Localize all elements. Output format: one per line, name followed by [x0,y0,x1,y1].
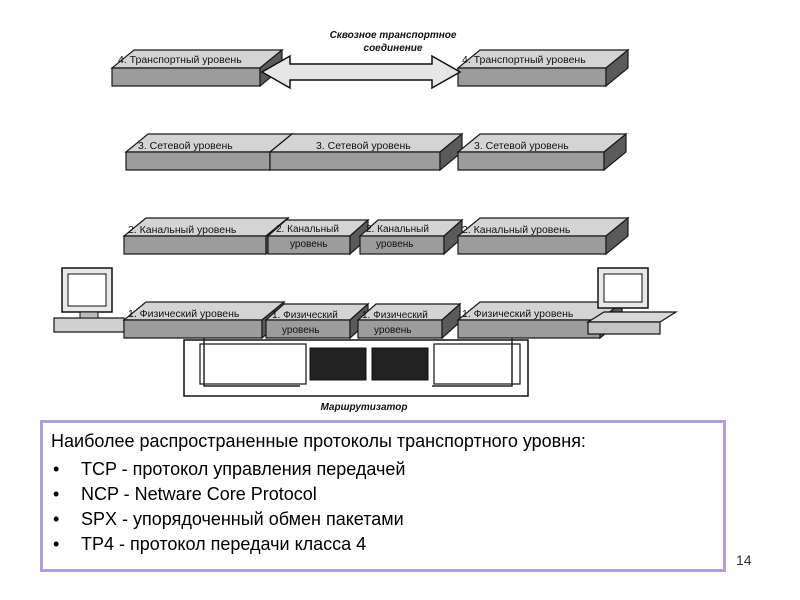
datalink-slab-mid1 [266,218,370,256]
end-to-end-caption-line1: Сквозное транспортное [330,30,457,41]
transport-label-right: 4. Транспортный уровень [462,54,586,66]
physical-label-right: 1. Физический уровень [462,308,574,320]
physical-slab-left [122,300,286,340]
physical-slab-mid1 [264,302,370,340]
router-wire-left [203,338,300,387]
transport-slab-right [456,48,630,88]
datalink-slab-left [122,216,290,256]
router-caption: Маршрутизатор [320,402,407,413]
transport-label-left: 4. Транспортный уровень [118,54,242,66]
network-label-left: 3. Сетевой уровень [138,140,233,152]
physical-label-left: 1. Физический уровень [128,308,240,320]
protocols-text-box: Наиболее распространенные протоколы тран… [40,420,726,572]
protocol-item-tcp: TCP - протокол управления передачей [51,457,405,482]
datalink-slab-right [456,216,630,256]
datalink-label-mid1-line2: уровень [290,239,328,250]
osi-layers-diagram: Сквозное транспортное соединение 4. Тран… [53,30,679,413]
datalink-label-right: 2. Канальный уровень [462,224,571,236]
protocol-item-ncp: NCP - Netware Core Protocol [51,482,405,507]
protocols-heading: Наиболее распространенные протоколы тран… [51,431,586,451]
slide-number: 14 [736,552,752,568]
network-label-middle: 3. Сетевой уровень [316,140,411,152]
datalink-label-mid2-line1: 2. Канальный [366,224,429,235]
protocol-item-tp4: TP4 - протокол передачи класса 4 [51,532,405,557]
right-computer-icon [585,267,679,335]
router-icon [183,339,529,397]
physical-label-mid2-line2: уровень [374,325,412,336]
datalink-label-mid2-line2: уровень [376,239,414,250]
network-label-right: 3. Сетевой уровень [474,140,569,152]
protocol-list: TCP - протокол управления передачей NCP … [51,457,405,557]
physical-slab-mid2 [356,302,462,340]
network-slab-right [456,132,628,172]
left-computer-icon [53,267,125,333]
protocol-item-spx: SPX - упорядоченный обмен пакетами [51,507,405,532]
physical-label-mid1-line1: 1. Физический [272,310,338,321]
physical-label-mid1-line2: уровень [282,325,320,336]
end-to-end-caption-line2: соединение [364,43,423,54]
physical-label-mid2-line1: 1. Физический [362,310,428,321]
end-to-end-arrow [260,54,462,90]
datalink-label-mid1-line1: 2. Канальный [276,224,339,235]
router-wire-right [432,338,513,387]
datalink-slab-mid2 [358,218,464,256]
datalink-label-left: 2. Канальный уровень [128,224,237,236]
